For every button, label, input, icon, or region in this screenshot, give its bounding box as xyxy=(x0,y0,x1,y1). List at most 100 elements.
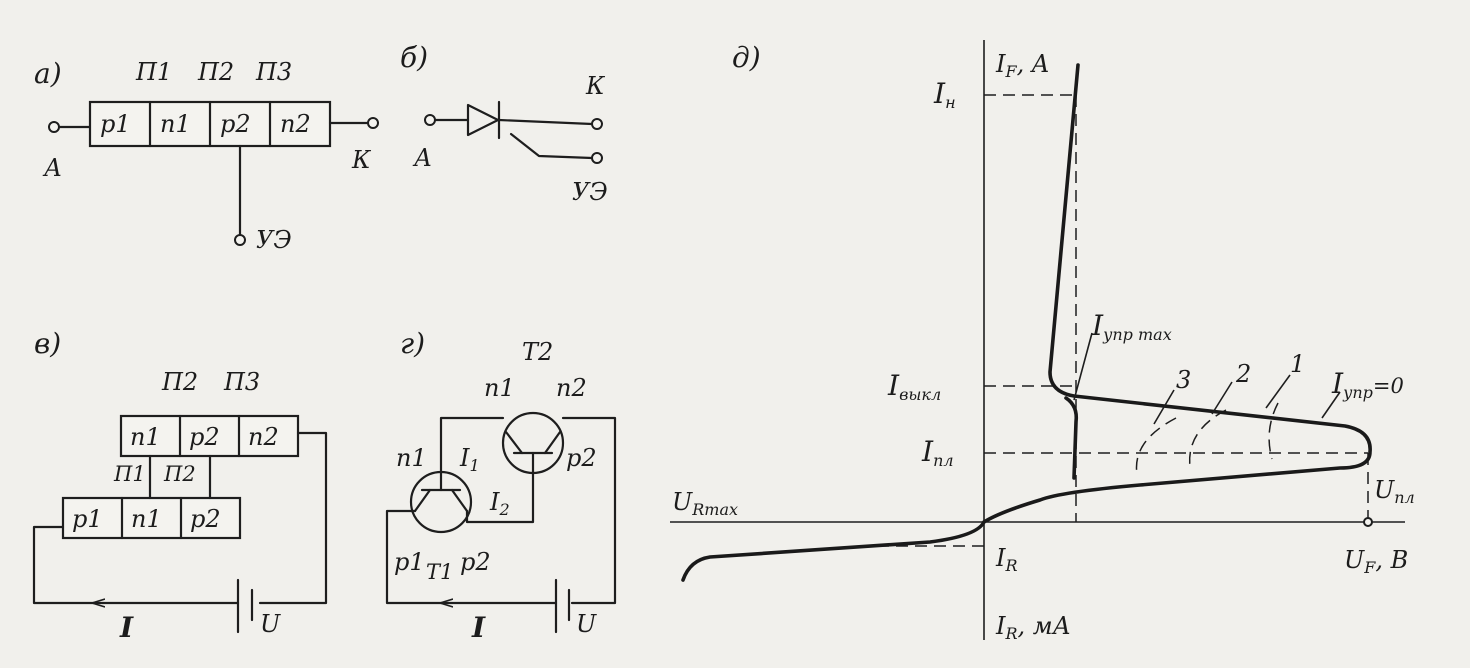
t2-n1-label: n1 xyxy=(484,374,515,402)
i2-symbol: I xyxy=(490,488,500,516)
iv-curve-reverse xyxy=(681,520,986,582)
p2-right-label: p2 xyxy=(566,444,597,472)
pointer-max-control xyxy=(1073,332,1093,401)
x-axis-subscript: F xyxy=(1364,558,1376,577)
layer-label: p2 xyxy=(189,423,220,451)
i1-label: I1 xyxy=(460,446,480,474)
junction-label: П1 xyxy=(136,58,173,86)
panel-label-g: г) xyxy=(400,327,426,360)
zero-control-current-subscript: упр xyxy=(1343,383,1373,402)
i2-label: I2 xyxy=(490,490,510,518)
cathode-terminal-a xyxy=(367,117,379,129)
pointer-zero-control xyxy=(1321,391,1341,419)
left-n1-label: n1 xyxy=(396,444,427,472)
max-control-current-symbol: I xyxy=(1092,309,1104,342)
off-current-symbol: I xyxy=(888,369,900,402)
current-label-v: I xyxy=(120,611,134,644)
thyristor-triangle xyxy=(466,103,500,137)
pointer-curve-3 xyxy=(1153,389,1175,425)
gate-label-b: УЭ xyxy=(572,178,608,206)
x-axis-symbol: U xyxy=(1344,546,1365,574)
reverse-max-voltage-subscript: Rmax xyxy=(692,500,739,519)
junction-label: П1 xyxy=(114,462,146,486)
anode-terminal-b xyxy=(424,114,436,126)
y-axis-top-unit: , A xyxy=(1016,50,1050,78)
reverse-current-symbol: I xyxy=(996,544,1006,572)
i1-symbol: I xyxy=(460,444,470,472)
zero-control-current-symbol: I xyxy=(1332,367,1344,400)
panel-label-v: в) xyxy=(34,327,62,360)
cathode-terminal-b xyxy=(591,118,603,130)
gate-label-a: УЭ xyxy=(256,226,292,254)
zero-control-current-value: =0 xyxy=(1372,374,1404,398)
panel-a-structure xyxy=(48,100,379,246)
reverse-max-voltage-symbol: U xyxy=(672,488,693,516)
max-control-current-label: Iупр max xyxy=(1092,312,1172,343)
gate-terminal-a xyxy=(234,234,246,246)
dashed-branch-3 xyxy=(1135,417,1177,475)
curve-label-1: 1 xyxy=(1290,350,1306,378)
layer-label: n1 xyxy=(131,505,162,533)
panel-g-transistor-model xyxy=(385,411,617,634)
cathode-label-a: К xyxy=(352,146,371,174)
max-control-current-subscript: упр max xyxy=(1103,325,1172,344)
t1-p1-label: p1 xyxy=(394,548,425,576)
layer-label: p1 xyxy=(100,110,131,138)
layer-label: n2 xyxy=(248,423,279,451)
y-axis-top-symbol: I xyxy=(996,50,1006,78)
plateau-voltage-symbol: U xyxy=(1374,476,1395,504)
y-axis-top-subscript: F xyxy=(1005,62,1017,81)
anode-label-b: А xyxy=(414,144,433,172)
layer-label: p1 xyxy=(72,505,103,533)
anode-terminal-a xyxy=(48,121,60,133)
layer-label: n1 xyxy=(130,423,161,451)
reverse-current-subscript: R xyxy=(1005,556,1018,575)
layer-label: n1 xyxy=(160,110,191,138)
plateau-current-symbol: I xyxy=(922,435,934,468)
layer-label: n2 xyxy=(280,110,311,138)
lower-stack xyxy=(61,496,242,540)
pointer-curve-1 xyxy=(1265,374,1291,409)
panel-label-a: а) xyxy=(34,57,62,90)
layer-label: p2 xyxy=(190,505,221,533)
anode-label-a: А xyxy=(44,154,63,182)
x-axis-label: UF, В xyxy=(1344,548,1408,576)
holding-current-label: Iн xyxy=(934,80,956,111)
i1-subscript: 1 xyxy=(469,456,480,475)
gate-terminal-b xyxy=(591,152,603,164)
t1-p2-label: p2 xyxy=(460,548,491,576)
plateau-current-label: Iпл xyxy=(922,438,954,469)
layer-label: p2 xyxy=(220,110,251,138)
current-label-g: I xyxy=(472,611,486,644)
t1-label: T1 xyxy=(426,560,454,584)
panel-d-characteristic xyxy=(670,40,1405,640)
junction-label: П3 xyxy=(224,368,261,396)
holding-current-symbol: I xyxy=(934,77,946,110)
voltage-label-v: U xyxy=(260,610,281,638)
i2-subscript: 2 xyxy=(499,500,510,519)
dashed-branch-2 xyxy=(1188,409,1227,468)
off-current-label: Iвыкл xyxy=(888,372,941,403)
y-axis-bottom-subscript: R xyxy=(1005,624,1018,643)
y-axis-bottom-unit: , мА xyxy=(1017,612,1071,640)
t2-n2-label: n2 xyxy=(556,374,587,402)
iv-curve-max-control xyxy=(1064,396,1079,480)
panel-b-symbol xyxy=(424,100,603,164)
junction-label: П3 xyxy=(256,58,293,86)
y-axis-top-label: IF, A xyxy=(996,52,1049,80)
junction-label: П2 xyxy=(162,368,199,396)
reverse-max-voltage-label: URmax xyxy=(672,490,738,518)
y-axis-bottom-symbol: I xyxy=(996,612,1006,640)
off-current-subscript: выкл xyxy=(899,385,942,404)
plateau-current-subscript: пл xyxy=(933,451,954,470)
cathode-label-b: К xyxy=(586,72,605,100)
iv-curve-forward xyxy=(982,63,1372,524)
panel-label-d: д) xyxy=(732,41,761,74)
dashed-branch-1 xyxy=(1268,402,1279,460)
pointer-curve-2 xyxy=(1211,381,1233,415)
zero-control-current-label: Iупр=0 xyxy=(1332,370,1404,401)
breakover-point xyxy=(1363,517,1373,527)
x-axis-unit: , В xyxy=(1375,546,1409,574)
voltage-label-g: U xyxy=(576,610,597,638)
